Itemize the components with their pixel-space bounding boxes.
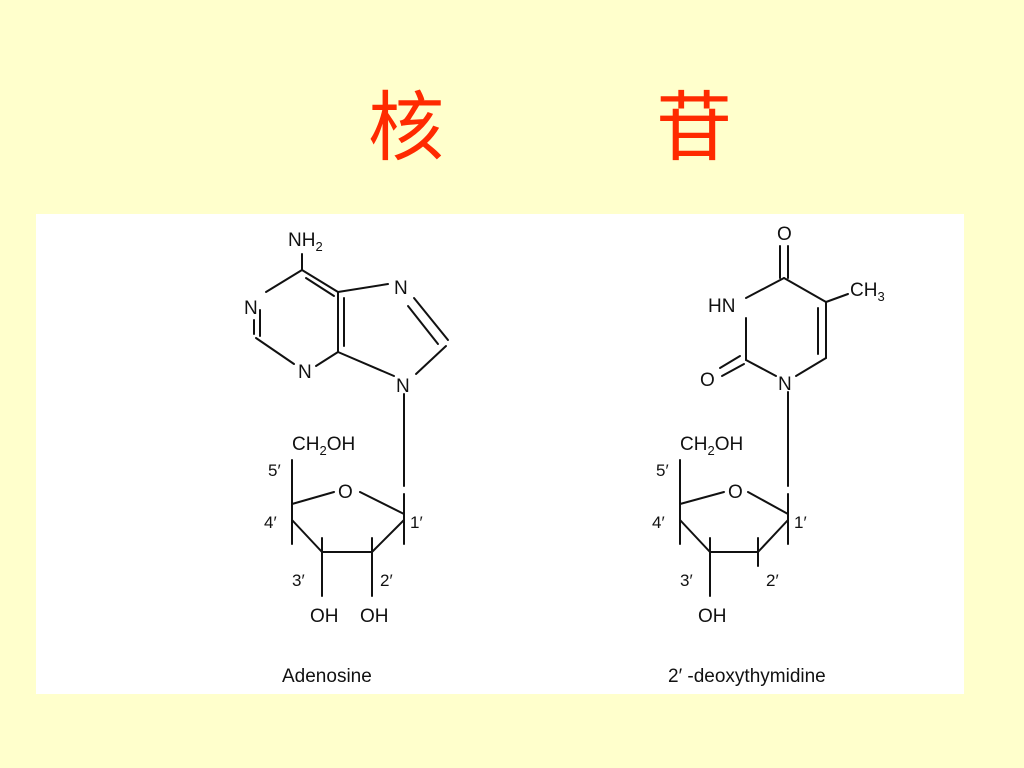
label-2prime: 2′ bbox=[380, 571, 393, 590]
atom-ch2oh: CH2OH bbox=[292, 434, 355, 458]
bond-c2-o2-double bbox=[719, 355, 741, 369]
label-5prime-thy: 5′ bbox=[656, 461, 669, 480]
label-1prime: 1′ bbox=[410, 513, 423, 532]
bond-o-c1 bbox=[359, 491, 405, 515]
atom-ch2oh-thy: CH2OH bbox=[680, 434, 743, 458]
bond-c6-n1 bbox=[265, 269, 303, 293]
slide-title: 核 苷 bbox=[0, 80, 1024, 180]
bond-c4-n3 bbox=[745, 277, 785, 299]
bond-c5-n7 bbox=[337, 283, 389, 293]
bond-c2-o2 bbox=[721, 363, 745, 377]
label-3prime-thy: 3′ bbox=[680, 571, 693, 590]
atom-3-oh: OH bbox=[310, 606, 339, 627]
atom-n1: N bbox=[244, 298, 258, 319]
bond-c4-o bbox=[291, 491, 335, 505]
bond-c4-c5 bbox=[783, 277, 827, 303]
structures-panel: NH2 N N N N CH2OH O 5′ 4′ 1′ 3′ 2′ OH OH bbox=[36, 214, 964, 694]
bond-c6-n1 bbox=[795, 357, 827, 377]
label-2prime-thy: 2′ bbox=[766, 571, 779, 590]
adenosine-structure: NH2 N N N N CH2OH O 5′ 4′ 1′ 3′ 2′ OH OH bbox=[244, 230, 449, 687]
label-4prime-thy: 4′ bbox=[652, 513, 665, 532]
atom-nh2: NH2 bbox=[288, 230, 323, 254]
bond-n7-c8 bbox=[413, 297, 449, 341]
label-1prime-thy: 1′ bbox=[794, 513, 807, 532]
atom-3-oh-thy: OH bbox=[698, 606, 727, 627]
bond-c2-n3 bbox=[255, 337, 295, 365]
atom-ring-o-thy: O bbox=[728, 482, 743, 503]
atom-ch3: CH3 bbox=[850, 280, 885, 304]
bond-o-c1-thy bbox=[747, 491, 789, 515]
atom-n9: N bbox=[396, 376, 410, 397]
atom-n7: N bbox=[394, 278, 408, 299]
bond-c1-c2-thy bbox=[757, 519, 789, 553]
bond-c4-o-thy bbox=[679, 491, 725, 505]
caption-deoxythymidine: 2′ -deoxythymidine bbox=[668, 666, 826, 687]
title-char-side: 苷 bbox=[656, 83, 732, 172]
bond-c4-c3 bbox=[291, 519, 323, 553]
bond-c5-ch3 bbox=[825, 293, 849, 303]
bond-c8-n9 bbox=[415, 345, 447, 375]
bond-n3-c4 bbox=[315, 351, 339, 367]
bond-c6-c5 bbox=[301, 269, 339, 293]
bond-c4-n9 bbox=[337, 351, 395, 377]
label-4prime: 4′ bbox=[264, 513, 277, 532]
atom-hn: HN bbox=[708, 296, 735, 317]
atom-n1-thy: N bbox=[778, 374, 792, 395]
label-3prime: 3′ bbox=[292, 571, 305, 590]
bond-c4-c3-thy bbox=[679, 519, 711, 553]
bond-c6-c5-double bbox=[305, 277, 335, 297]
atom-o2: O bbox=[700, 370, 715, 391]
atom-2-oh: OH bbox=[360, 606, 389, 627]
title-char-nucleo: 核 bbox=[368, 83, 444, 172]
label-5prime: 5′ bbox=[268, 461, 281, 480]
bond-n7-c8-double bbox=[407, 305, 439, 345]
caption-adenosine: Adenosine bbox=[282, 666, 372, 687]
atom-ring-o: O bbox=[338, 482, 353, 503]
atom-o4: O bbox=[777, 224, 792, 245]
structures-diagram: NH2 N N N N CH2OH O 5′ 4′ 1′ 3′ 2′ OH OH bbox=[244, 224, 885, 687]
deoxythymidine-structure: O HN CH3 O N CH2OH O 5′ 4′ 1′ 3′ 2′ OH 2… bbox=[652, 224, 885, 687]
bond-c2-n1 bbox=[745, 359, 777, 377]
bond-c1-c2 bbox=[371, 519, 405, 553]
atom-n3: N bbox=[298, 362, 312, 383]
